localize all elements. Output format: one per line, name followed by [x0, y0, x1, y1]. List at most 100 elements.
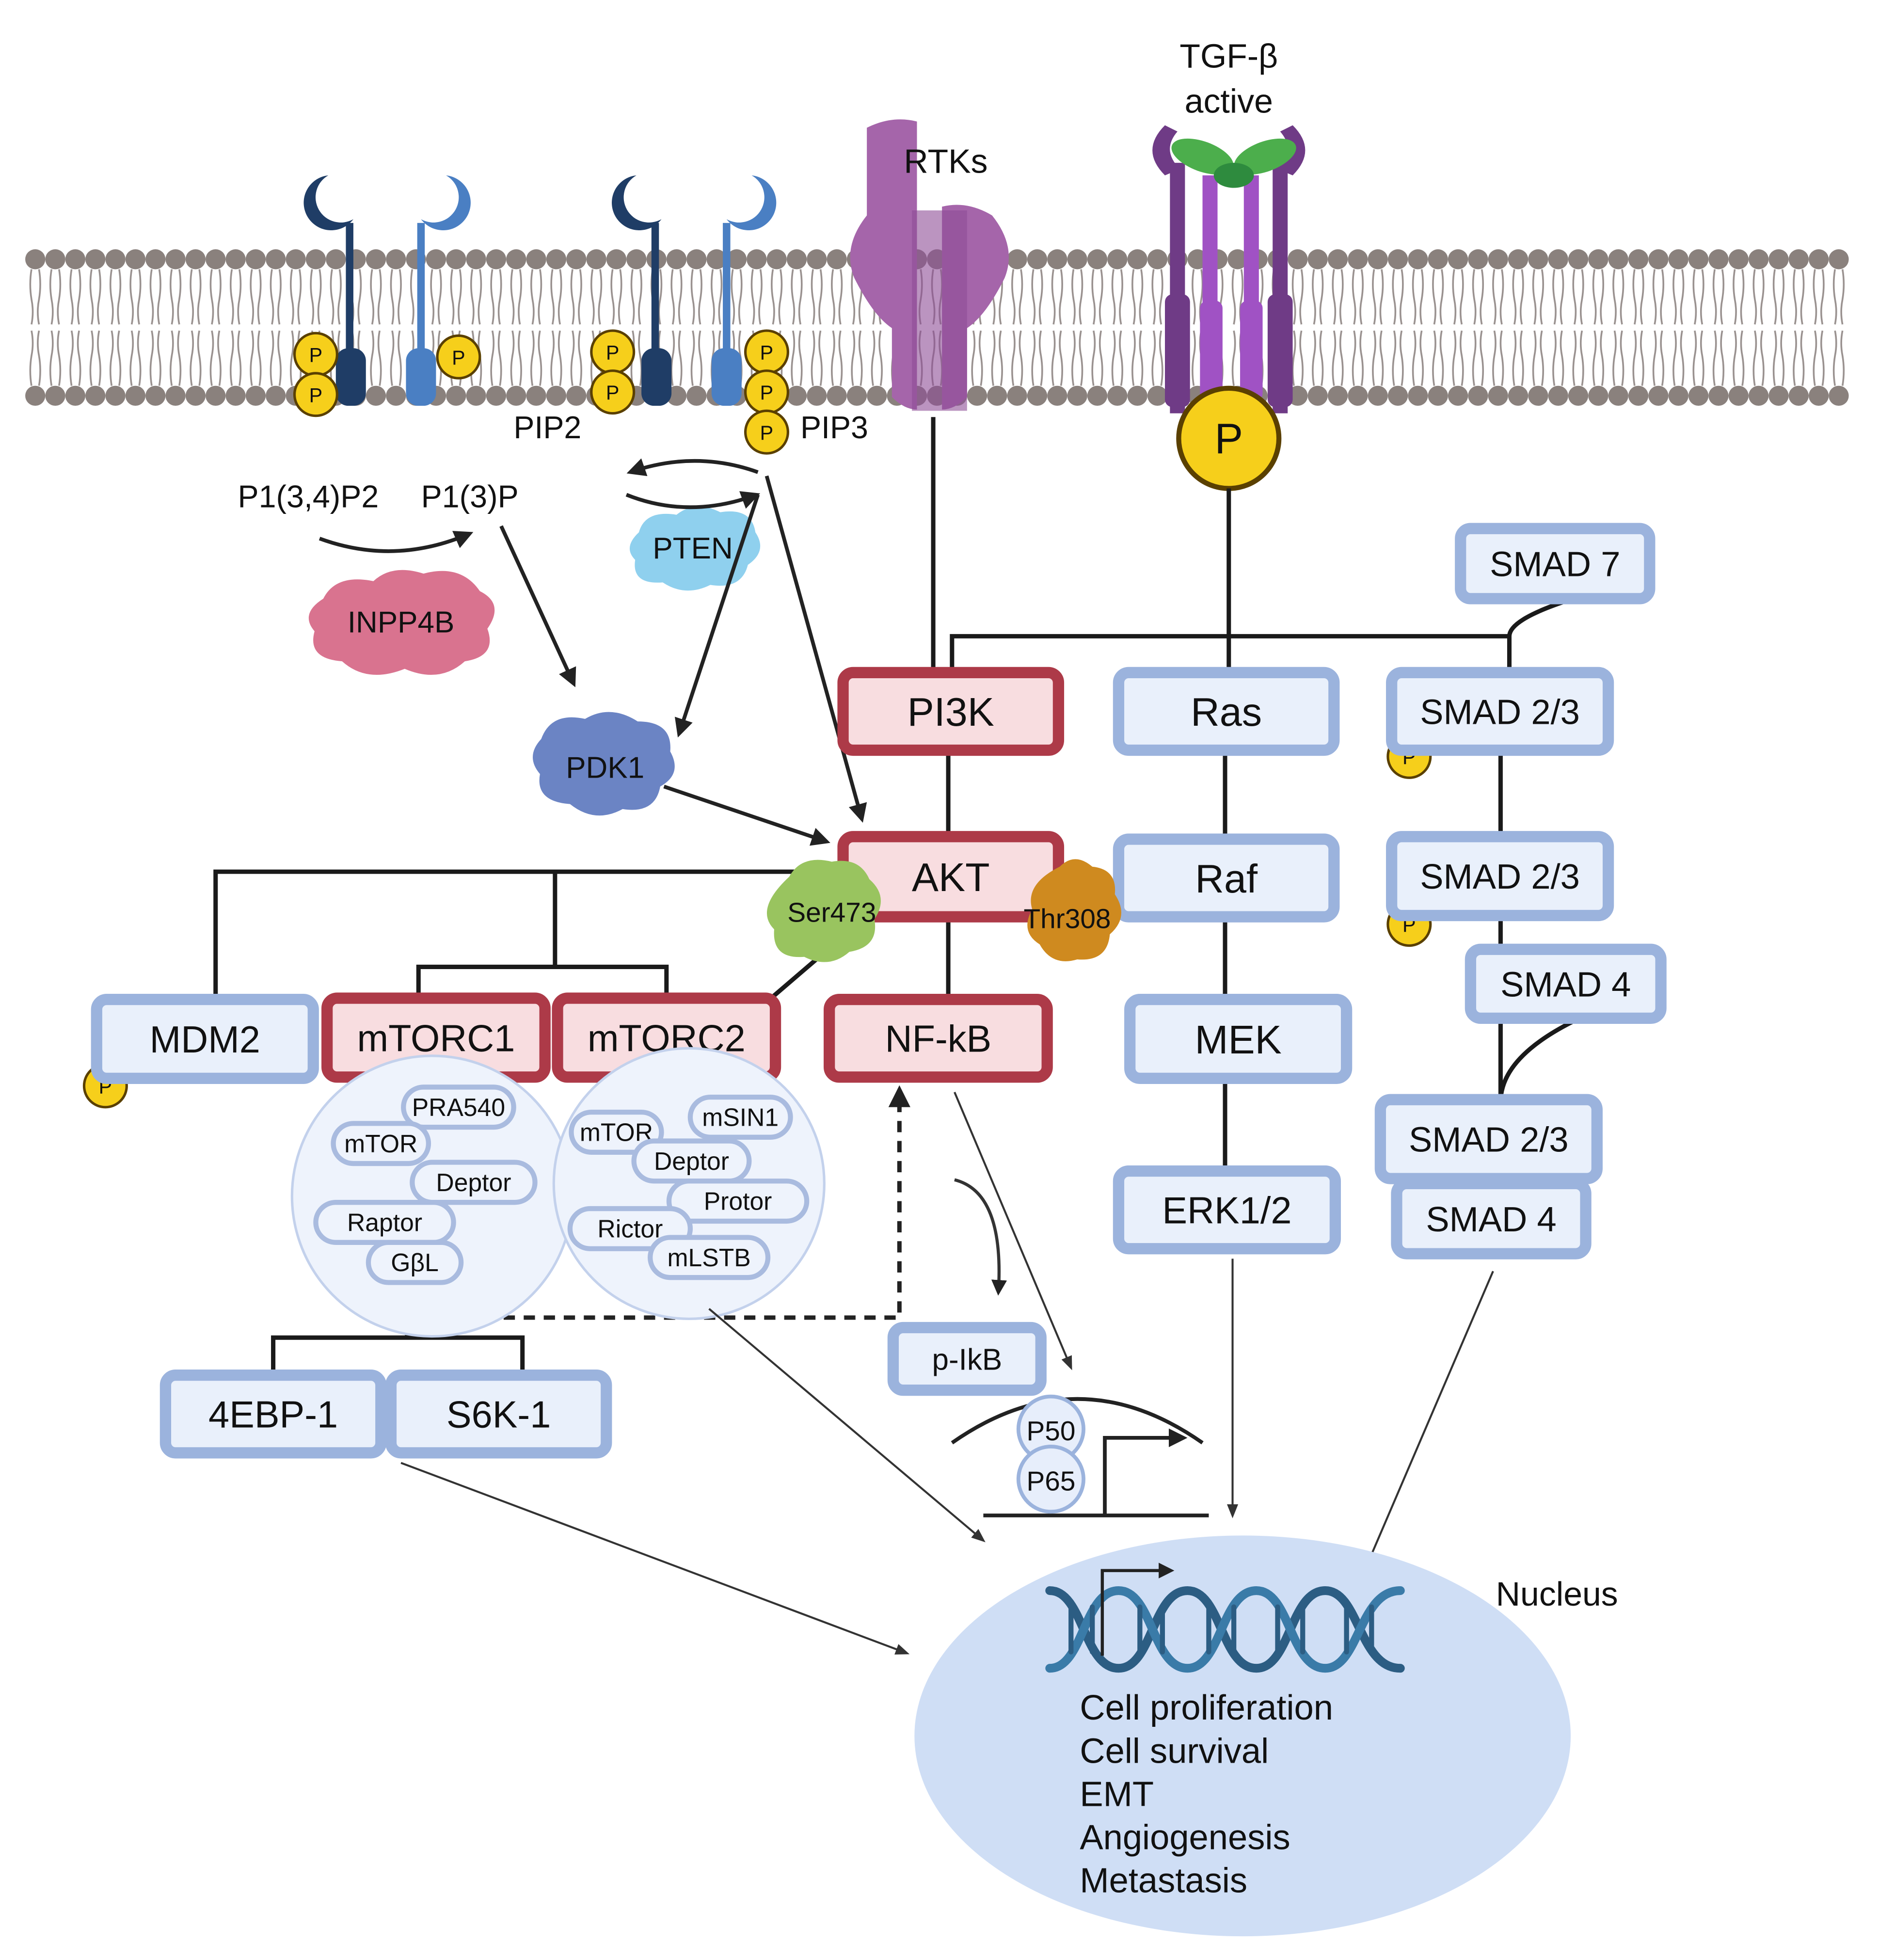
erk-label: ERK1/2: [1162, 1190, 1291, 1232]
smad7-node: SMAD 7: [1455, 523, 1656, 605]
mtorc1-component: GβL: [366, 1240, 464, 1285]
phospho-badge-label: P: [309, 344, 323, 367]
phospho-badge-label: P: [760, 382, 774, 404]
component-label: Rictor: [597, 1214, 663, 1243]
mtorc2-component: Deptor: [631, 1138, 752, 1184]
tgfb-label-line1: TGF-β: [1179, 37, 1278, 75]
pi3k-node: PI3K: [837, 667, 1065, 756]
dna-icon: [1045, 1586, 1405, 1673]
smad23-c-label: SMAD 2/3: [1409, 1121, 1569, 1160]
smad23-b-node: SMAD 2/3: [1386, 831, 1614, 922]
phospho-badge: P: [293, 332, 338, 377]
ebp1-node: 4EBP-1: [159, 1370, 387, 1459]
phospho-badge: P: [590, 329, 636, 375]
smad4-a-node: SMAD 4: [1465, 943, 1667, 1024]
nucleus-label: Nucleus: [1496, 1575, 1618, 1613]
phospho-badge-label: P: [606, 341, 620, 364]
phospho-badge: P: [744, 369, 789, 415]
inpp4b-protein: INPP4B: [308, 570, 495, 675]
mek-node: MEK: [1124, 994, 1353, 1084]
p65-subunit: [1016, 1445, 1085, 1514]
nfkb-arrows: [400, 1092, 1494, 1655]
component-label: PRA540: [412, 1093, 505, 1121]
rtks-label: RTKs: [904, 143, 987, 180]
s6k1-label: S6K-1: [446, 1394, 551, 1436]
component-label: Deptor: [654, 1147, 729, 1175]
component-label: mLSTB: [668, 1243, 751, 1272]
phospho-badge: P: [436, 334, 481, 380]
mtorc1-label: mTORC1: [357, 1018, 515, 1059]
smad23-a-label: SMAD 2/3: [1420, 693, 1580, 732]
phospho-badge: P: [590, 369, 636, 415]
outcome-item: Metastasis: [1080, 1862, 1247, 1900]
phospho-badge: P: [744, 329, 789, 375]
pikb-label: p-IkB: [932, 1343, 1002, 1376]
smad23-b-label: SMAD 2/3: [1420, 858, 1580, 896]
ser473-protein: Ser473: [766, 860, 881, 962]
component-label: mTOR: [580, 1118, 653, 1147]
ser473-label: Ser473: [787, 897, 876, 928]
phospho-large-label: P: [1214, 414, 1243, 462]
component-label: Protor: [704, 1187, 772, 1215]
p65-label: P65: [1026, 1466, 1075, 1497]
raf-node: Raf: [1113, 833, 1340, 923]
mek-label: MEK: [1195, 1017, 1282, 1062]
erk-node: ERK1/2: [1113, 1165, 1341, 1255]
phospho-badge-label: P: [760, 422, 774, 444]
pten-label: PTEN: [653, 532, 732, 565]
upper-arrows: [318, 458, 867, 846]
outcome-item: Angiogenesis: [1080, 1818, 1290, 1857]
tgfb-receptor: TGF-β active: [1152, 37, 1306, 414]
smad4-b-label: SMAD 4: [1426, 1200, 1556, 1239]
mtorc2-component: mLSTB: [648, 1235, 771, 1280]
thr308-protein: Thr308: [1023, 859, 1121, 961]
raf-label: Raf: [1195, 856, 1258, 901]
pip2-label: PIP2: [513, 410, 581, 445]
smad23-c-node: SMAD 2/3: [1374, 1094, 1603, 1184]
rtk-receptor: RTKs: [850, 119, 1009, 411]
transcription-complex: P50 P65: [951, 1394, 1209, 1517]
pikb-node: p-IkB: [887, 1322, 1047, 1396]
mtorc1-component: PRA540: [401, 1084, 516, 1130]
dashed-feedback-arrow: [463, 1085, 910, 1320]
mdm2-node: MDM2: [91, 994, 319, 1084]
pdk1-protein: PDK1: [532, 712, 675, 816]
thr308-label: Thr308: [1023, 904, 1111, 934]
p134p2-label: P1(3,4)P2: [238, 479, 379, 514]
p50-label: P50: [1026, 1416, 1075, 1447]
smad4-b-node: SMAD 4: [1391, 1178, 1592, 1259]
smad4-a-label: SMAD 4: [1500, 965, 1631, 1004]
mtorc1-component: Deptor: [410, 1160, 538, 1205]
pdk1-label: PDK1: [566, 751, 644, 784]
mtorc1-component: Raptor: [313, 1199, 456, 1245]
mtorc1-component: mTOR: [331, 1121, 431, 1166]
receptor-pair-right: [612, 175, 777, 457]
phospho-badge-label: P: [309, 384, 323, 406]
component-label: mTOR: [344, 1130, 417, 1158]
nfkb-node: NF-kB: [824, 994, 1053, 1083]
mdm2-label: MDM2: [150, 1019, 260, 1061]
component-label: Raptor: [347, 1209, 422, 1237]
smad7-label: SMAD 7: [1490, 545, 1620, 584]
tgfb-label-line2: active: [1185, 82, 1273, 120]
mtorc2-component: Protor: [666, 1179, 810, 1224]
mtorc1-node: mTORC1: [321, 992, 551, 1083]
component-label: mSIN1: [702, 1103, 779, 1131]
inpp4b-label: INPP4B: [348, 606, 455, 639]
smad23-a-node: SMAD 2/3: [1386, 667, 1614, 756]
s6k1-node: S6K-1: [385, 1370, 612, 1459]
phospho-badge-label: P: [606, 382, 620, 404]
component-label: GβL: [391, 1248, 439, 1276]
ras-node: Ras: [1113, 667, 1340, 756]
ras-label: Ras: [1191, 689, 1262, 734]
outcome-item: Cell survival: [1080, 1732, 1269, 1770]
p13p-label: P1(3)P: [421, 479, 519, 514]
component-label: Deptor: [436, 1168, 511, 1196]
ebp1-label: 4EBP-1: [208, 1394, 338, 1436]
pi3k-label: PI3K: [908, 689, 994, 734]
outcome-item: Cell proliferation: [1080, 1689, 1333, 1727]
mtorc2-component: mTOR: [569, 1109, 664, 1155]
